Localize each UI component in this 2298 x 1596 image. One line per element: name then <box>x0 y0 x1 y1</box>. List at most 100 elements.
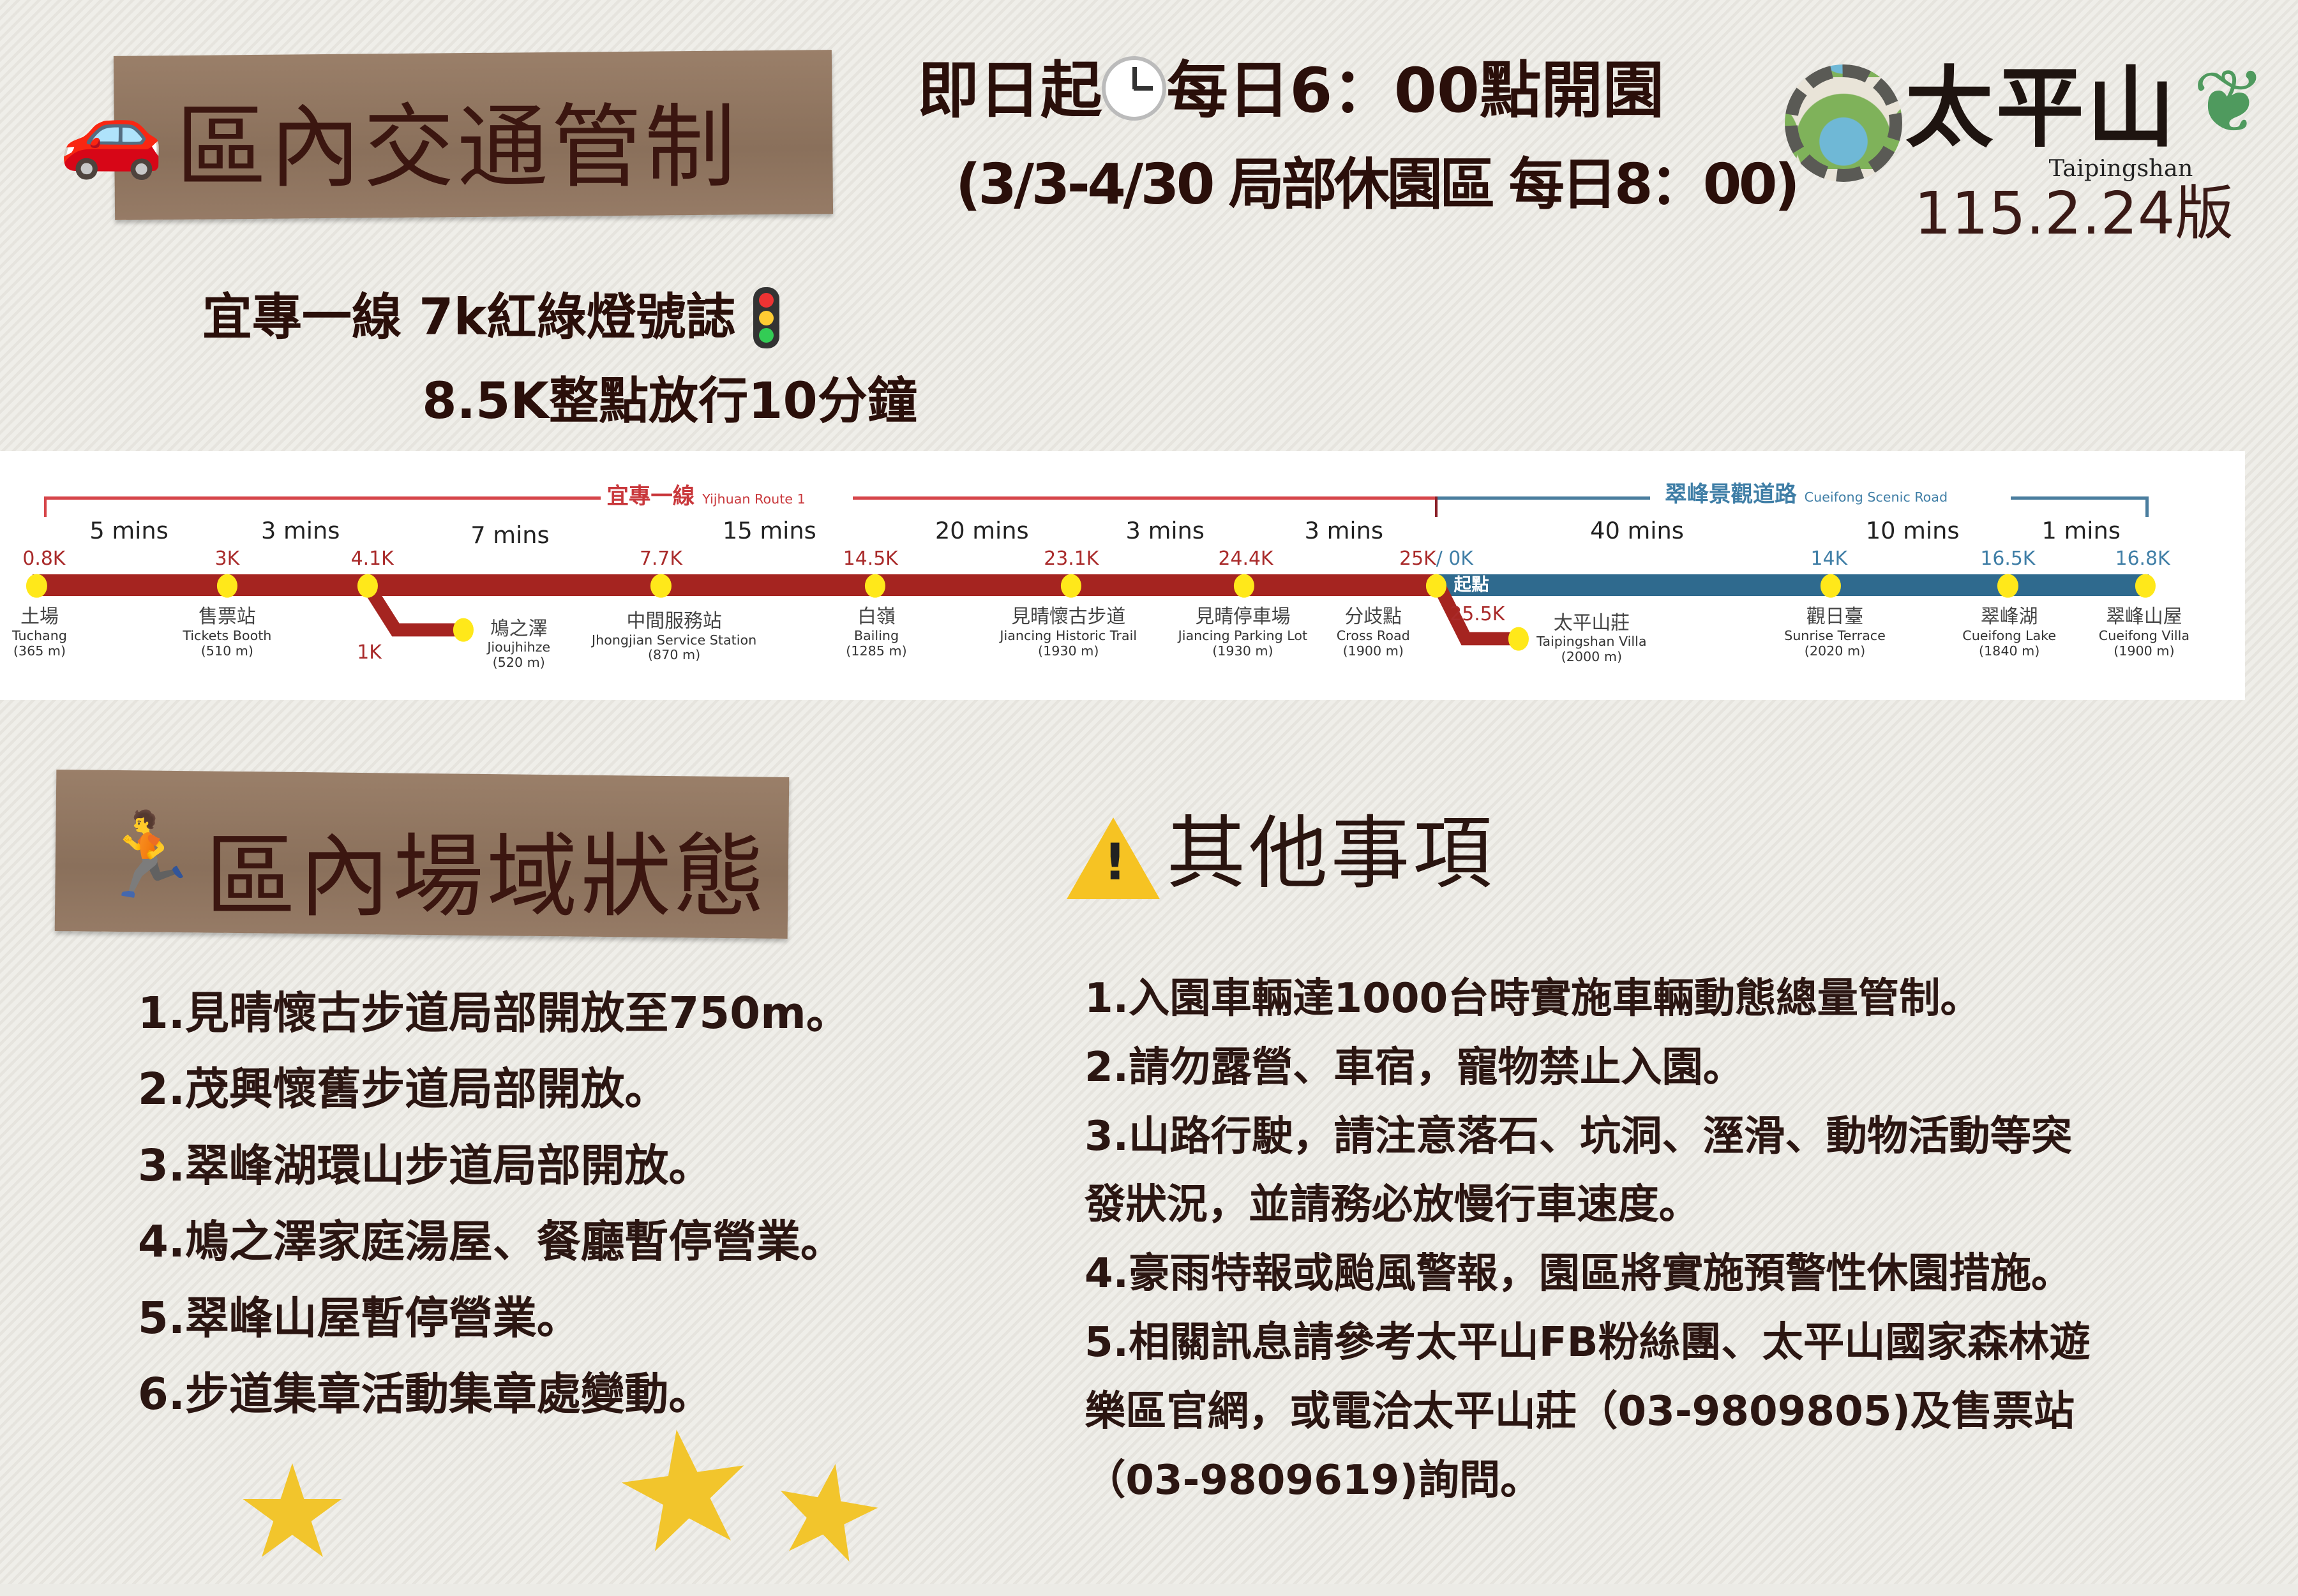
logo-emblem-icon <box>1785 64 1903 182</box>
star-icon: ★ <box>600 1387 770 1593</box>
station-elev: (1900 m) <box>1342 643 1404 659</box>
station-zh: 土場 <box>20 606 59 629</box>
km-red: 25K <box>1399 547 1436 570</box>
start-point-label: 起點 <box>1453 574 1489 595</box>
red-bracket-line-2 <box>853 496 1436 500</box>
traffic-light-notice: 宜專一線 7k紅綠燈號誌 <box>202 287 780 349</box>
venue-item: 6.步道集章活動集章處變動。 <box>137 1369 713 1421</box>
clock-icon <box>1102 56 1167 121</box>
notice-text-1: 宜專一線 7k紅綠燈號誌 <box>202 288 736 347</box>
warning-icon <box>1067 817 1160 900</box>
venue-item: 3.翠峰湖環山步道局部開放。 <box>137 1140 713 1191</box>
station-dot <box>357 574 379 598</box>
segment-time: 3 mins <box>260 517 340 545</box>
blue-road-label: 翠峰景觀道路 Cueifong Scenic Road <box>1665 482 1948 508</box>
station-zh: 太平山莊 <box>1553 611 1630 634</box>
station-en: Sunrise Terrace <box>1784 627 1886 643</box>
station-zh: 見晴懷古步道 <box>1011 606 1126 629</box>
station-dot <box>1997 574 2018 598</box>
star-icon: ★ <box>234 1436 350 1588</box>
km-label: 14.5K <box>843 547 898 570</box>
segment-time: 40 mins <box>1590 517 1684 545</box>
station-elev: (870 m) <box>647 647 701 663</box>
venue-item: 4.鳩之澤家庭湯屋、餐廳暫停營業。 <box>137 1216 845 1268</box>
station-elev: (510 m) <box>200 643 253 659</box>
station-dot <box>216 574 237 598</box>
station-zh: 中間服務站 <box>626 610 722 633</box>
station-dot <box>1425 574 1447 598</box>
station-zh: 鳩之澤 <box>490 617 548 640</box>
station-zh: 翠峰湖 <box>1980 606 2038 629</box>
segment-time: 5 mins <box>89 517 169 545</box>
venue-status-list: 1.見晴懷古步道局部開放至750m。 2.茂興懷舊步道局部開放。 3.翠峰湖環山… <box>138 976 850 1433</box>
station-dot <box>1061 574 1082 598</box>
warning-icon-mark: ! <box>1103 834 1127 892</box>
km-label: 0.8K <box>22 547 66 570</box>
station-zh: 見晴停車場 <box>1195 606 1291 629</box>
runner-icon: 🏃 <box>96 807 199 903</box>
station-en: Bailing <box>853 627 899 643</box>
blue-bracket-end <box>2145 496 2149 518</box>
km-label: 7.7K <box>639 547 682 570</box>
route-diagram: 宜專一線 Yijhuan Route 1 翠峰景觀道路 Cueifong Sce… <box>0 451 2246 701</box>
station-elev: (1285 m) <box>846 643 907 659</box>
station-en: Taipingshan Villa <box>1536 633 1647 649</box>
station-elev: (2020 m) <box>1804 643 1866 659</box>
other-note: 4.豪雨特報或颱風警報，園區將實施預警性休園措施。 <box>1084 1249 2073 1298</box>
other-note: 2.請勿露營、車宿，寵物禁止入園。 <box>1084 1043 1745 1091</box>
station-dot <box>453 618 474 642</box>
other-note: 1.入園車輛達1000台時實施車輛動態總量管制。 <box>1084 974 1981 1022</box>
segment-time: 3 mins <box>1125 517 1205 545</box>
blue-road-zh: 翠峰景觀道路 <box>1665 482 1797 508</box>
blue-bracket-line-2 <box>2010 496 2149 500</box>
station-dot <box>26 574 47 598</box>
other-note: （03-9809619)詢問。 <box>1084 1456 1542 1505</box>
segment-time: 10 mins <box>1865 517 1960 545</box>
station-zh: 分歧點 <box>1344 606 1402 629</box>
station-elev: (1930 m) <box>1212 643 1273 659</box>
red-bracket-end <box>43 496 47 518</box>
station-en: Tickets Booth <box>183 627 272 643</box>
km-label: 24.4K <box>1218 547 1273 570</box>
station-en: Cueifong Villa <box>2098 627 2189 643</box>
km-label: 23.1K <box>1044 547 1099 570</box>
station-en: Cueifong Lake <box>1962 627 2057 643</box>
traffic-light-icon <box>753 287 780 349</box>
station-elev: (1930 m) <box>1038 643 1099 659</box>
segment-time: 3 mins <box>1304 517 1384 545</box>
km-label: 16.8K <box>2115 547 2170 570</box>
red-road-bar <box>32 574 1436 597</box>
car-icon: 🚗 <box>58 84 165 183</box>
station-elev: (1900 m) <box>2114 643 2175 659</box>
traffic-title: 區內交通管制 <box>176 94 739 200</box>
station-dot <box>1820 574 1841 598</box>
red-bracket-line <box>43 496 601 500</box>
station-dot <box>864 574 885 598</box>
blue-road-en: Cueifong Scenic Road <box>1804 489 1948 505</box>
red-road-label: 宜專一線 Yijhuan Route 1 <box>607 484 806 510</box>
other-note: 5.相關訊息請參考太平山FB粉絲團、太平山國家森林遊 <box>1084 1318 2091 1367</box>
station-en: Jiancing Historic Trail <box>1000 627 1137 643</box>
star-icon: ★ <box>757 1428 897 1596</box>
station-zh: 售票站 <box>199 606 256 629</box>
hours-prefix: 即日起 <box>917 55 1102 127</box>
km-label: 3K <box>214 547 240 570</box>
station-zh: 翠峰山屋 <box>2106 606 2182 629</box>
station-en: Jhongjian Service Station <box>592 632 757 648</box>
station-en: Tuchang <box>12 627 67 643</box>
station-zh: 觀日臺 <box>1806 606 1864 629</box>
venue-item: 1.見晴懷古步道局部開放至750m。 <box>137 988 850 1040</box>
station-en: Jioujhihze <box>487 639 551 655</box>
